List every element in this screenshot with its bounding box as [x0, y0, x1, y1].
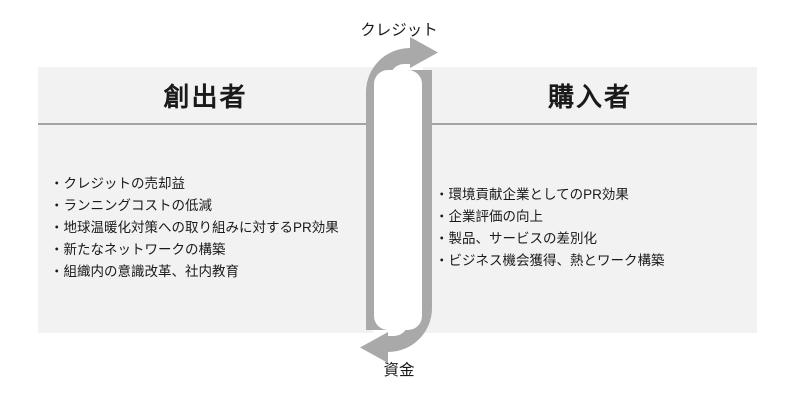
purchaser-box-title: 購入者 — [423, 67, 757, 125]
funds-flow-label: 資金 — [383, 362, 415, 379]
list-item: ・クレジットの売却益 — [50, 176, 185, 191]
creator-benefits-list: ・クレジットの売却益・ランニングコストの低減・地球温暖化対策への取り組みに対する… — [38, 125, 373, 331]
credit-flow-label: クレジット — [360, 22, 438, 39]
list-item: ・地球温暖化対策への取り組みに対するPR効果 — [50, 220, 339, 235]
connector-strip — [374, 70, 422, 330]
list-item: ・企業評価の向上 — [435, 209, 543, 224]
list-item: ・新たなネットワークの構築 — [50, 242, 226, 257]
creator-box: 創出者 ・クレジットの売却益・ランニングコストの低減・地球温暖化対策への取り組み… — [38, 67, 373, 333]
purchaser-box: 購入者 ・環境貢献企業としてのPR効果・企業評価の向上・製品、サービスの差別化・… — [423, 67, 757, 333]
creator-box-title: 創出者 — [38, 67, 373, 125]
list-item: ・ランニングコストの低減 — [50, 198, 212, 213]
list-item: ・組織内の意識改革、社内教育 — [50, 264, 239, 279]
list-item: ・ビジネス機会獲得、熱とワーク構築 — [435, 253, 665, 268]
purchaser-benefits-list: ・環境貢献企業としてのPR効果・企業評価の向上・製品、サービスの差別化・ビジネス… — [423, 125, 757, 331]
list-item: ・環境貢献企業としてのPR効果 — [435, 187, 629, 202]
list-item: ・製品、サービスの差別化 — [435, 231, 597, 246]
